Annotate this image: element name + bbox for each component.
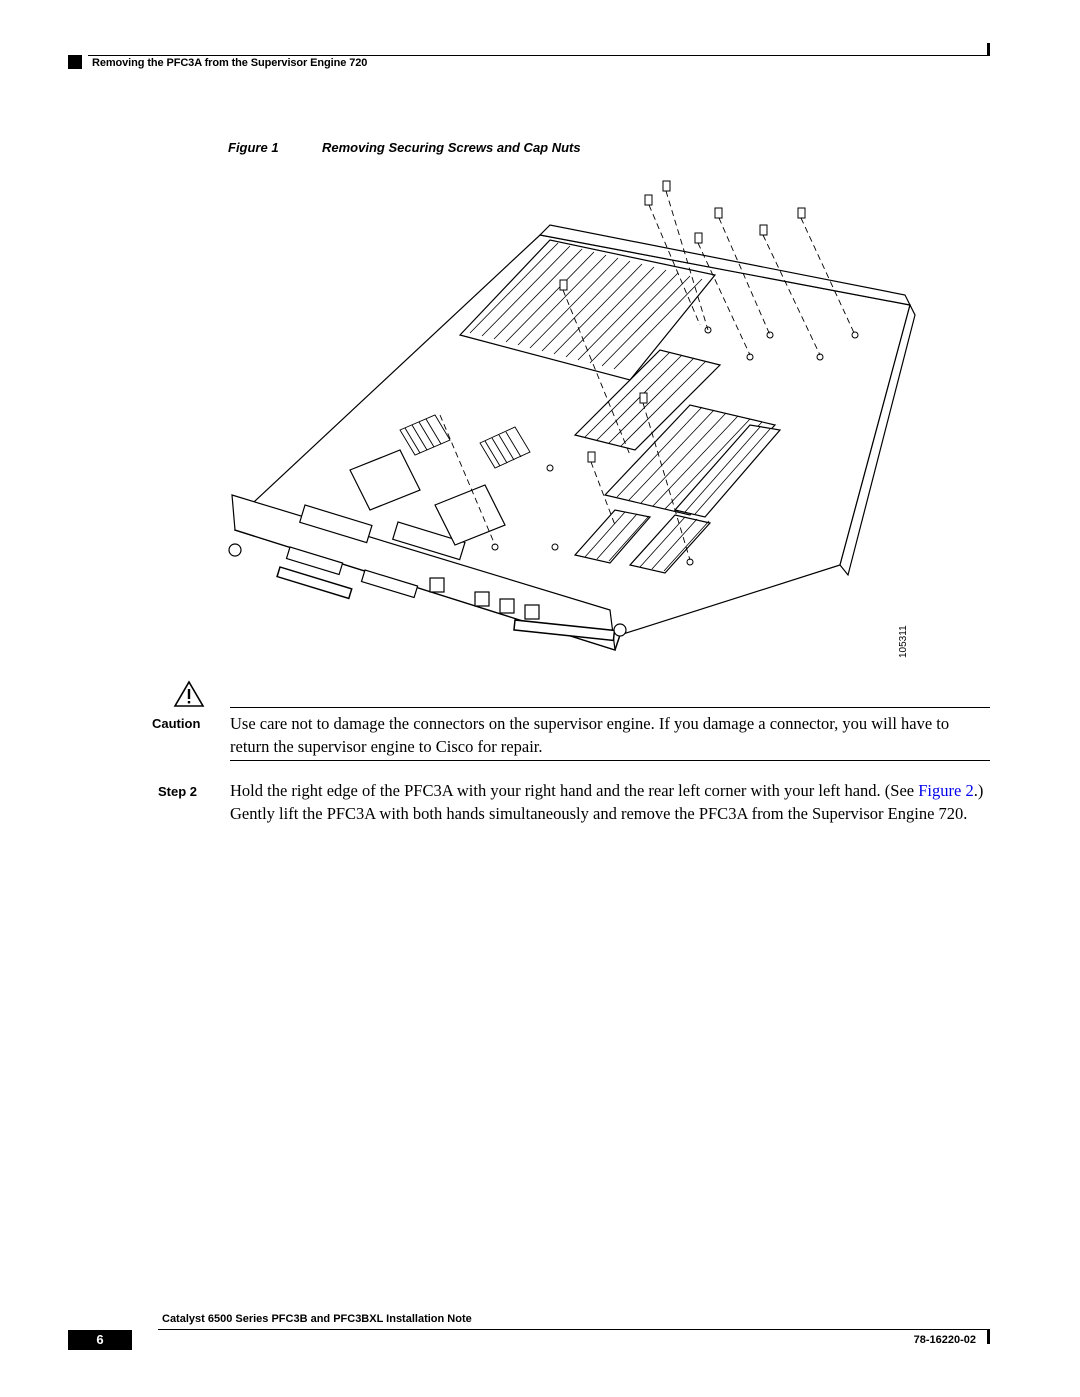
pfc-heatsink-array	[573, 349, 782, 574]
large-heatsink	[458, 239, 717, 381]
running-header: Removing the PFC3A from the Supervisor E…	[92, 57, 368, 69]
art-id-label: 105311	[898, 625, 909, 658]
step-text-before: Hold the right edge of the PFC3A with yo…	[230, 781, 919, 800]
caution-top-rule	[230, 707, 990, 708]
board-rail	[538, 224, 912, 306]
alignment-lines	[439, 190, 856, 561]
left-ejector	[276, 566, 353, 600]
footer-bar-mark	[987, 1330, 990, 1344]
figure-2-link[interactable]: Figure 2	[918, 781, 974, 800]
footer-doc-title: Catalyst 6500 Series PFC3B and PFC3BXL I…	[162, 1313, 472, 1325]
footer-doc-number: 78-16220-02	[913, 1334, 976, 1346]
figure-caption: Figure 1 Removing Securing Screws and Cap…	[228, 140, 581, 155]
small-heatsink-left	[399, 414, 451, 456]
caution-text: Use care not to damage the connectors on…	[230, 714, 950, 756]
standoffs	[491, 326, 859, 566]
figure-number: Figure 1	[228, 140, 279, 155]
step-text: Hold the right edge of the PFC3A with yo…	[230, 779, 990, 825]
caution-bottom-rule	[230, 760, 990, 761]
step-label: Step 2	[158, 784, 198, 799]
small-heatsink-center	[479, 426, 531, 469]
right-ejector	[513, 619, 616, 642]
header-rule	[88, 55, 990, 56]
screw-set	[559, 180, 806, 463]
caution-icon	[173, 680, 205, 707]
header-bar-mark	[987, 43, 990, 56]
footer-rule	[158, 1329, 990, 1330]
page-number: 6	[68, 1330, 132, 1350]
step-text-after: .) Gently lift the PFC3A with both hands…	[230, 781, 984, 823]
svg-text:105311: 105311	[898, 625, 909, 658]
caution-label: Caution	[152, 716, 201, 731]
header-square-mark	[68, 55, 82, 69]
figure-title: Removing Securing Screws and Cap Nuts	[322, 140, 581, 155]
supervisor-engine-illustration	[228, 180, 916, 651]
